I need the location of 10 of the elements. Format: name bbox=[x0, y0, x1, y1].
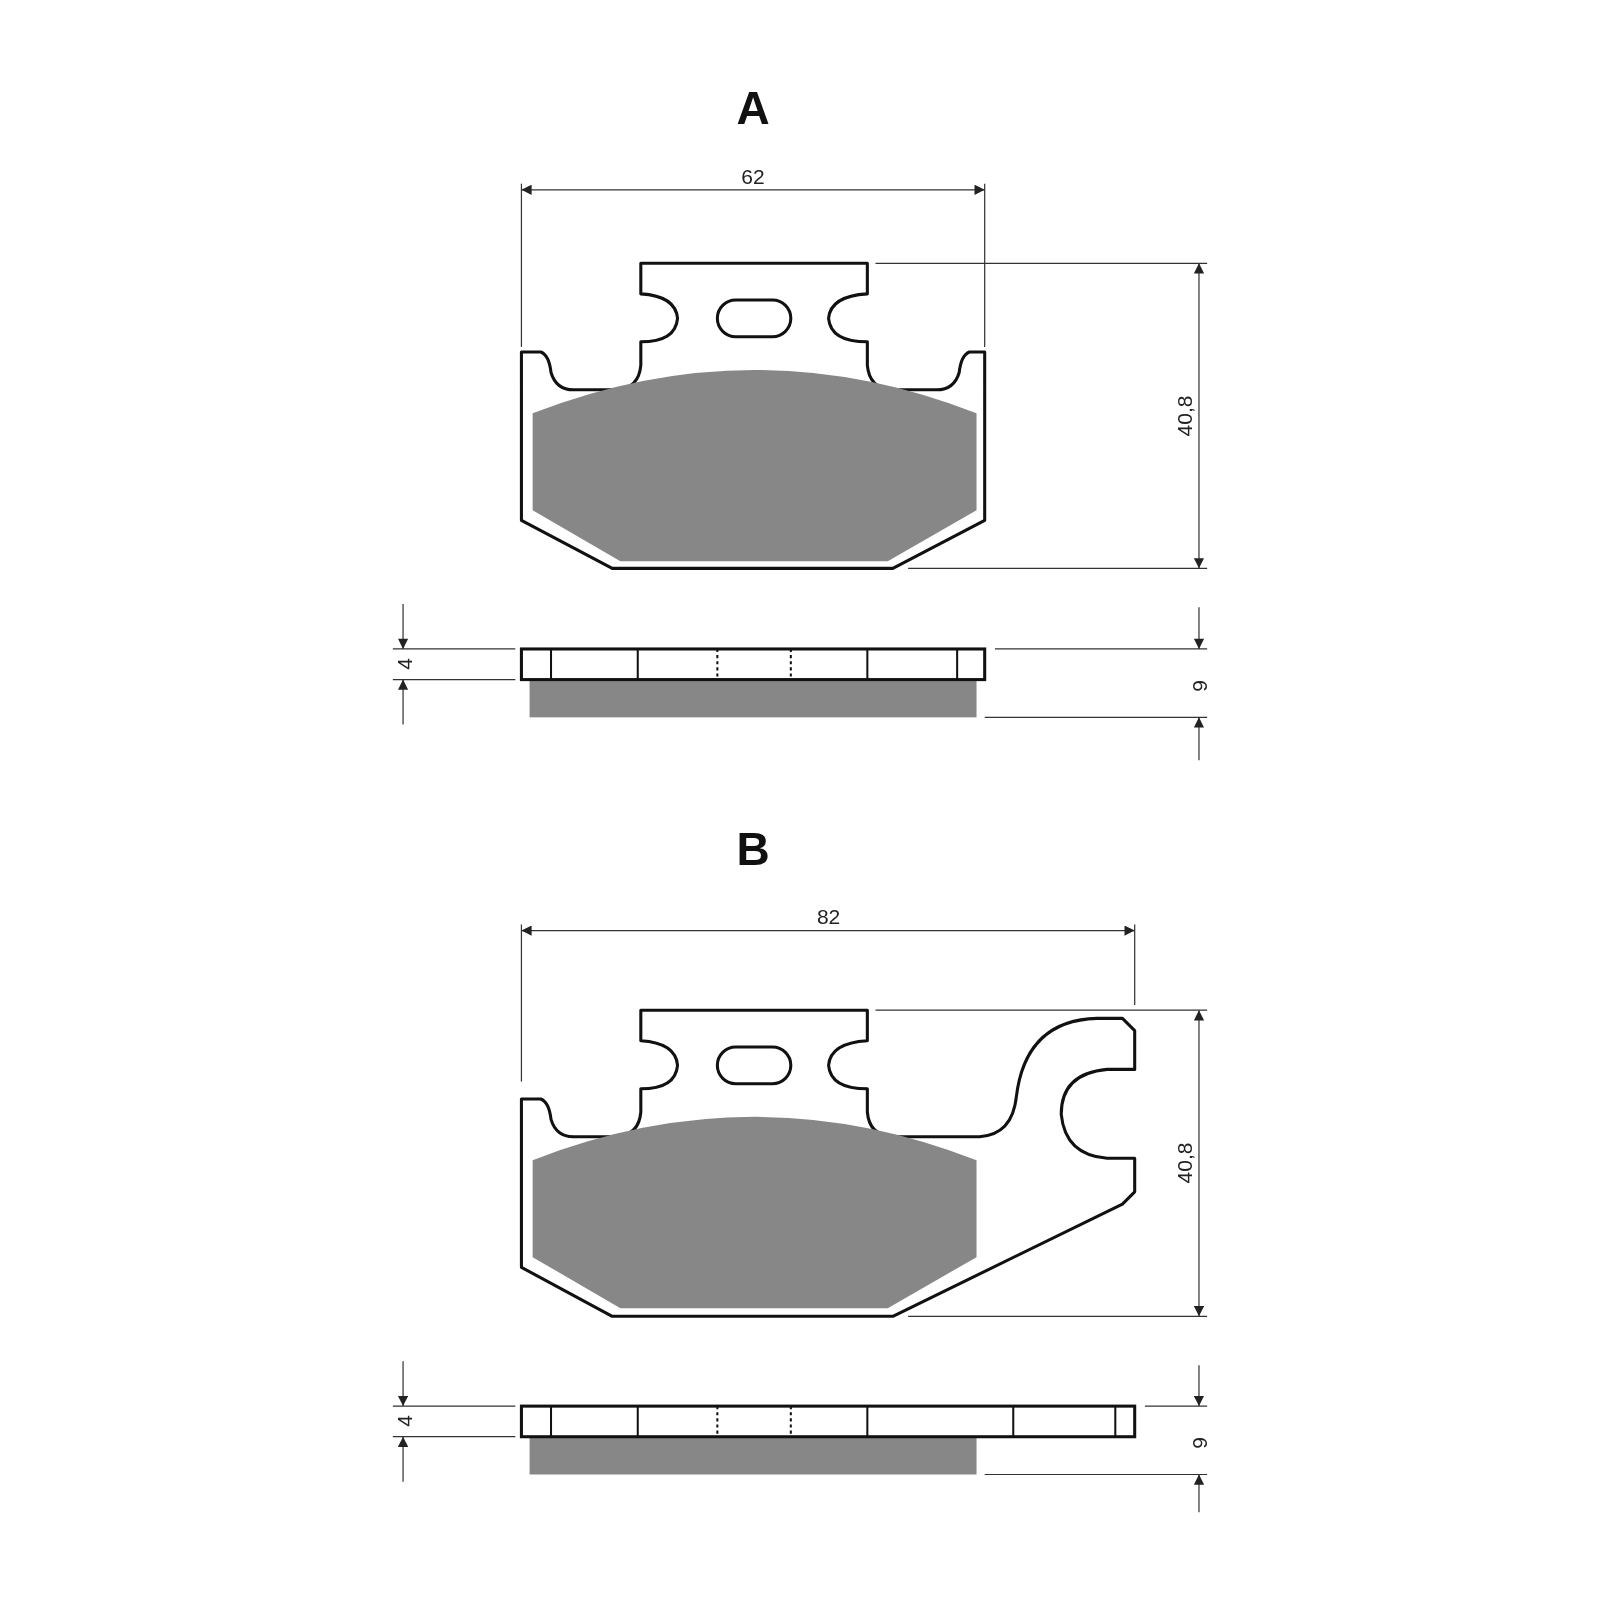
dimension-label: 40,8 bbox=[1173, 1142, 1195, 1184]
dimension-label: 62 bbox=[741, 165, 765, 186]
dimension-label: 82 bbox=[816, 905, 841, 927]
dimension-label: 9 bbox=[1188, 679, 1210, 692]
view-letter: B bbox=[736, 825, 770, 872]
dimension-label: 4 bbox=[393, 1415, 415, 1428]
dimension-label: 9 bbox=[1188, 1437, 1210, 1449]
dimension-label: 4 bbox=[393, 658, 415, 671]
dimension-label: 40,8 bbox=[1173, 395, 1195, 437]
view-letter: A bbox=[736, 85, 770, 132]
